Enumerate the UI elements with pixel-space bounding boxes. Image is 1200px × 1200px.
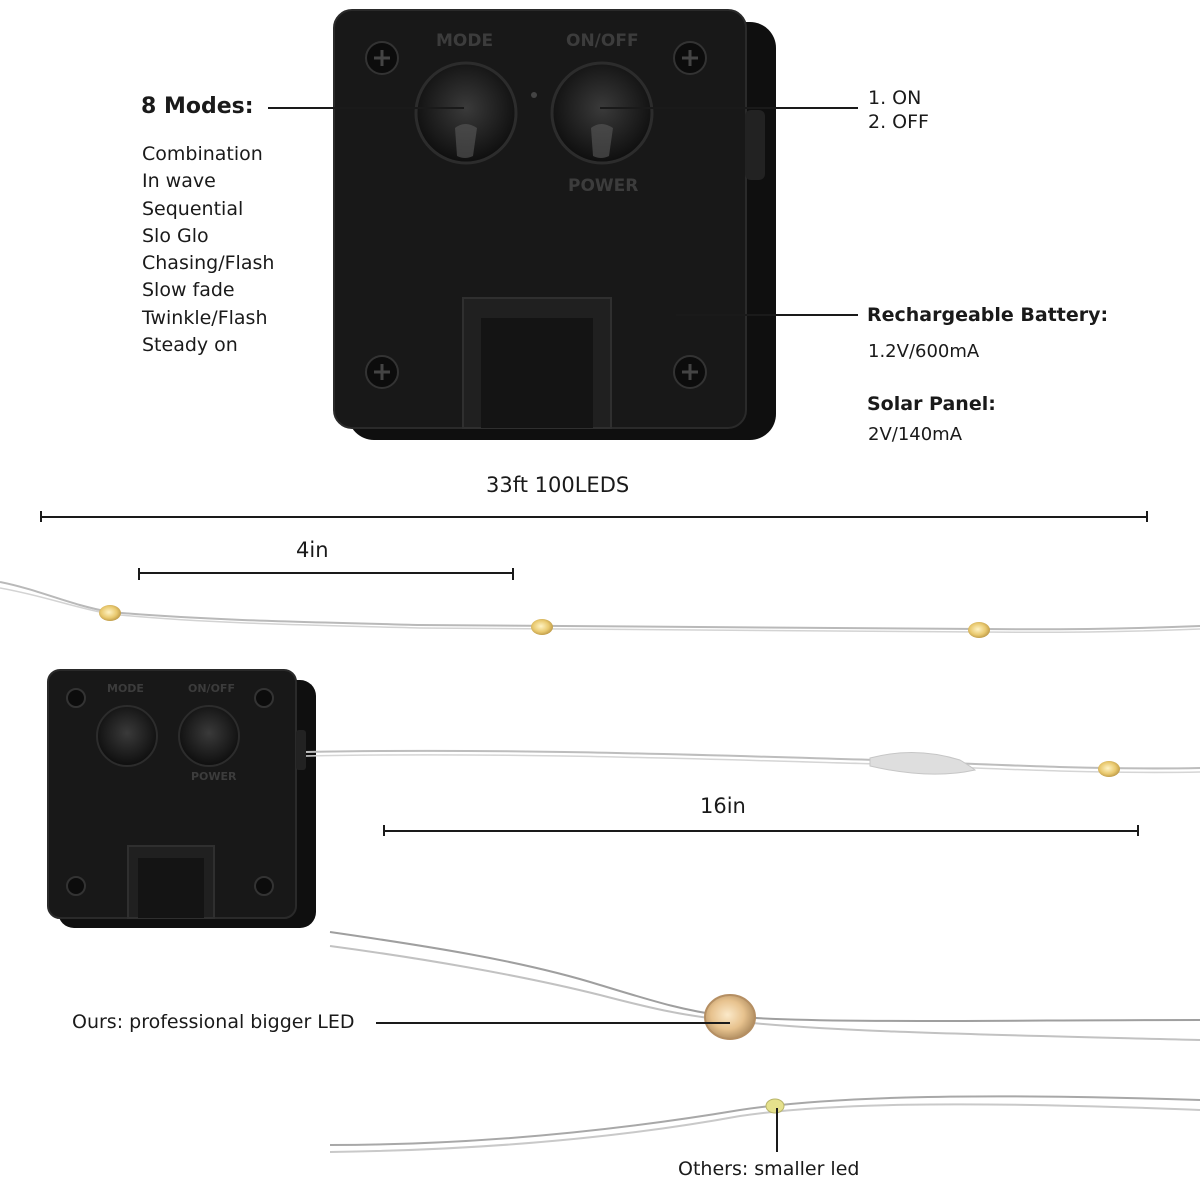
led-bulb	[1098, 761, 1120, 777]
mode-item: In wave	[142, 170, 216, 193]
screw-icon	[673, 41, 707, 75]
mode-label-small: MODE	[107, 682, 144, 695]
screw-icon	[365, 355, 399, 389]
controller-box-large	[333, 9, 776, 440]
lead-wire-label: 16in	[700, 794, 746, 818]
mode-item: Chasing/Flash	[142, 252, 275, 275]
power-label-small: POWER	[191, 770, 237, 783]
dimension-bracket-total	[40, 511, 1148, 522]
led-bulb	[531, 619, 553, 635]
dimension-bracket-16in	[383, 825, 1139, 836]
screw-icon	[365, 41, 399, 75]
battery-value: 1.2V/600mA	[868, 341, 980, 362]
small-led-wire	[329, 1095, 1200, 1153]
led-bulb	[968, 622, 990, 638]
mode-item: Steady on	[142, 334, 238, 357]
battery-title: Rechargeable Battery:	[867, 304, 1109, 326]
controller-box-small	[47, 669, 316, 928]
onoff-label: ON/OFF	[566, 31, 639, 51]
mode-label: MODE	[436, 31, 494, 51]
led-spacing-label: 4in	[296, 538, 329, 562]
power-label: POWER	[568, 176, 639, 196]
modes-list: Combination In wave Sequential Slo Glo C…	[142, 141, 274, 359]
mode-item: Twinkle/Flash	[142, 306, 268, 329]
ours-led-label: Ours: professional bigger LED	[72, 1011, 355, 1033]
switch-state-off: 2. OFF	[868, 111, 929, 133]
big-led-wire	[329, 931, 1200, 1041]
onoff-label-small: ON/OFF	[188, 682, 235, 695]
mode-item: Slow fade	[142, 279, 235, 302]
led-string-wire	[0, 581, 1200, 634]
mode-item: Combination	[142, 143, 263, 165]
screw-icon	[673, 355, 707, 389]
onoff-button[interactable]	[550, 61, 654, 165]
total-length-label: 33ft 100LEDS	[486, 473, 630, 497]
mode-item: Slo Glo	[142, 224, 209, 247]
switch-state-on: 1. ON	[868, 87, 922, 109]
small-led-bulb	[765, 1098, 785, 1114]
led-bulb	[99, 605, 121, 621]
solar-panel-value: 2V/140mA	[868, 424, 963, 445]
others-led-label: Others: smaller led	[678, 1158, 860, 1180]
dimension-bracket-4in	[138, 568, 514, 580]
big-led-bulb	[704, 994, 756, 1040]
lead-wire	[305, 749, 1200, 774]
modes-title: 8 Modes:	[141, 94, 254, 119]
mode-button[interactable]	[414, 61, 518, 165]
mode-item: Sequential	[142, 197, 244, 220]
solar-panel-title: Solar Panel:	[867, 393, 996, 415]
